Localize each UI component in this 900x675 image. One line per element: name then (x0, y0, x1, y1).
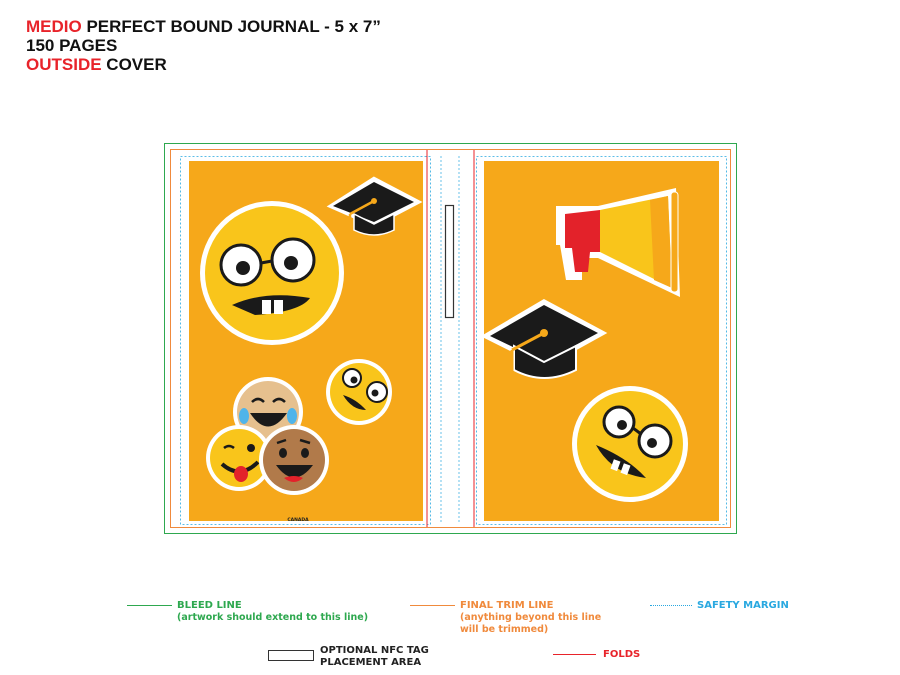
title-line-3: OUTSIDE COVER (26, 55, 381, 74)
title-medio: MEDIO (26, 17, 82, 36)
nfc-label-2: PLACEMENT AREA (320, 657, 422, 668)
title-line-2: 150 PAGES (26, 36, 118, 55)
folds-label: FOLDS (603, 649, 641, 660)
nerd-emoji-small (326, 359, 392, 425)
graduation-cap-back (326, 176, 423, 236)
trim-line-note-2: will be trimmed) (460, 624, 549, 635)
bleed-line-label: BLEED LINE (177, 600, 242, 611)
grinning-brown-emoji (259, 425, 329, 495)
page-title: MEDIO PERFECT BOUND JOURNAL - 5 x 7” 150… (26, 17, 381, 74)
trim-line-label: FINAL TRIM LINE (460, 600, 554, 611)
trim-line-swatch (410, 605, 455, 606)
safety-margin-swatch (650, 605, 692, 606)
safety-margin-label: SAFETY MARGIN (697, 600, 789, 611)
title-outside: OUTSIDE (26, 55, 102, 74)
bleed-line-swatch (127, 605, 172, 606)
nfc-tag-area (444, 204, 455, 319)
safety-margin-front (476, 156, 727, 525)
nerd-emoji-large (200, 201, 344, 345)
trim-line-box (170, 149, 731, 528)
megaphone (556, 188, 680, 297)
back-cover-label: CANADA (287, 517, 309, 523)
nfc-swatch (268, 650, 314, 661)
title-line-1: MEDIO PERFECT BOUND JOURNAL - 5 x 7” (26, 17, 381, 36)
bleed-line-note: (artwork should extend to this line) (177, 612, 369, 623)
folds-swatch (553, 654, 596, 655)
trim-line-note-1: (anything beyond this line (460, 612, 602, 623)
nfc-label-1: OPTIONAL NFC TAG (320, 645, 429, 656)
nerd-emoji-front (572, 386, 688, 502)
graduation-cap-front (480, 298, 608, 387)
title-product: PERFECT BOUND JOURNAL - 5 x 7” (81, 17, 381, 36)
bleed-line-box (164, 143, 737, 534)
winking-tongue-emoji (206, 425, 272, 491)
title-cover: COVER (101, 55, 167, 74)
safety-margin-back (180, 156, 431, 525)
